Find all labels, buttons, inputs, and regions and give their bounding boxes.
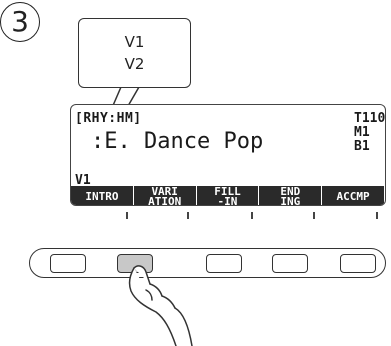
tick-mark <box>126 212 128 219</box>
tick-mark <box>251 212 253 219</box>
softkey-intro: INTRO <box>71 186 134 205</box>
hw-button-intro[interactable] <box>50 254 86 273</box>
variation-callout: V1 V2 <box>78 18 191 88</box>
hw-button-accmp[interactable] <box>340 254 376 273</box>
softkey-ending: END ING <box>259 186 323 205</box>
step-number: 3 <box>0 2 40 42</box>
tempo-readout: T110 <box>354 111 386 126</box>
tick-mark <box>313 212 315 219</box>
measure-readout: M1 <box>354 125 370 140</box>
tick-mark <box>376 212 378 219</box>
tone-name: :E. Dance Pop <box>91 129 264 154</box>
softkey-bar: INTRO VARI ATION FILL -IN END ING ACCMP <box>71 186 384 205</box>
rhythm-indicator: [RHY:HM] <box>75 111 142 126</box>
callout-line-v1: V1 <box>124 33 145 51</box>
softkey-accmp: ACCMP <box>336 189 370 203</box>
beat-readout: B1 <box>354 139 370 154</box>
variation-mode: V1 <box>75 173 91 188</box>
tick-mark <box>187 212 189 219</box>
lcd-display: [RHY:HM] :E. Dance Pop V1 T110 M1 B1 INT… <box>70 104 386 206</box>
softkey-fill-in: FILL -IN <box>197 186 260 205</box>
hw-button-ending[interactable] <box>272 254 308 273</box>
softkey-variation: VARI ATION <box>134 186 197 205</box>
hw-button-fill-in[interactable] <box>206 254 242 273</box>
callout-line-v2: V2 <box>124 55 145 73</box>
